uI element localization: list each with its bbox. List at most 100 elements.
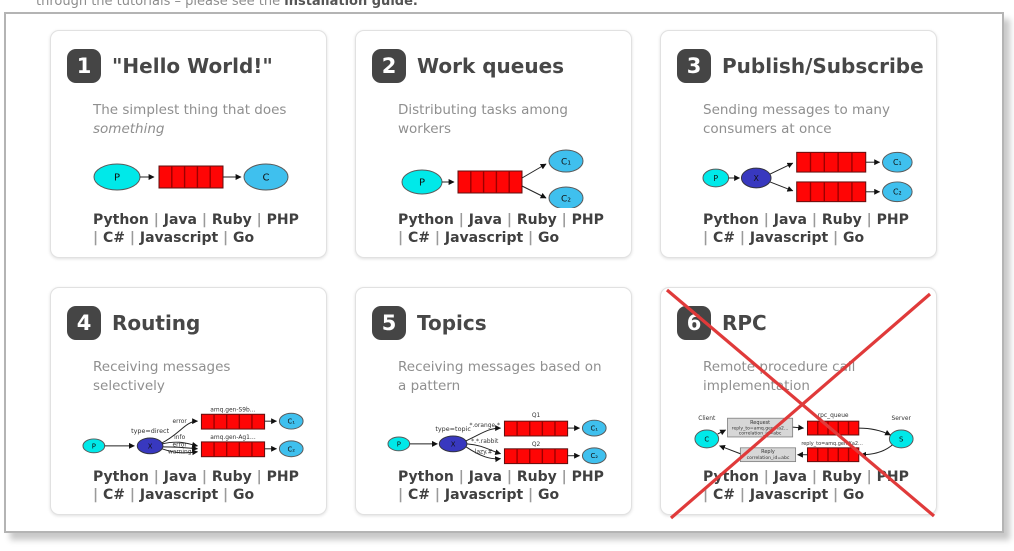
card-number-badge: 4 [67, 306, 101, 340]
language-item: | C# [398, 230, 430, 246]
language-link-javascript[interactable]: Javascript [139, 486, 219, 503]
intro-plain-text: through the tutorials – please see the [36, 0, 285, 9]
language-links: Python | Java | Ruby | PHP | C# | Javasc… [398, 211, 616, 247]
language-link-c[interactable]: C# [103, 486, 126, 503]
separator: | [93, 486, 103, 503]
language-links: Python | Java | Ruby | PHP | C# | Javasc… [703, 211, 921, 247]
language-link-javascript[interactable]: Javascript [139, 229, 219, 246]
binding-label: warning [168, 450, 192, 456]
language-link-javascript[interactable]: Javascript [749, 229, 829, 246]
language-link-java[interactable]: Java [773, 211, 807, 228]
language-link-go[interactable]: Go [843, 229, 865, 246]
language-link-c[interactable]: C# [103, 229, 126, 246]
separator: | [528, 229, 539, 246]
language-link-go[interactable]: Go [843, 486, 865, 503]
separator: | [703, 486, 713, 503]
installation-guide-link[interactable]: installation guide. [284, 0, 418, 9]
language-item: | C# [93, 230, 125, 246]
language-link-java[interactable]: Java [468, 468, 502, 485]
tutorials-panel: 1 "Hello World!" The simplest thing that… [4, 12, 1004, 533]
language-link-php[interactable]: PHP [876, 211, 909, 228]
language-link-java[interactable]: Java [468, 211, 502, 228]
queue1-name-label: Q1 [532, 413, 541, 419]
consumer1-node-label: C₁ [590, 424, 598, 432]
language-item: | PHP [562, 469, 604, 485]
language-link-php[interactable]: PHP [266, 468, 299, 485]
language-link-c[interactable]: C# [408, 486, 431, 503]
language-link-java[interactable]: Java [773, 468, 807, 485]
language-link-c[interactable]: C# [408, 229, 431, 246]
request-box-title: Request [750, 420, 770, 426]
language-link-php[interactable]: PHP [571, 211, 604, 228]
binding-label: lazy.# [475, 450, 493, 456]
language-link-python[interactable]: Python [398, 468, 454, 485]
language-link-ruby[interactable]: Ruby [211, 211, 252, 228]
description-text: Receiving messages selectively [93, 359, 231, 394]
reply-box-title: Reply [761, 449, 775, 455]
language-link-ruby[interactable]: Ruby [821, 468, 862, 485]
card-header: 4 Routing [67, 306, 310, 340]
separator: | [561, 211, 572, 228]
language-link-php[interactable]: PHP [266, 211, 299, 228]
language-link-javascript[interactable]: Javascript [444, 486, 524, 503]
language-link-ruby[interactable]: Ruby [211, 468, 252, 485]
binding-label: error [173, 419, 188, 425]
language-link-ruby[interactable]: Ruby [516, 468, 557, 485]
consumer1-node-label: C₁ [893, 158, 902, 167]
language-link-java[interactable]: Java [163, 468, 197, 485]
consumer2-node-label: C₂ [893, 188, 902, 197]
language-item: | Ruby [202, 469, 252, 485]
language-item: | Java [154, 212, 197, 228]
language-link-ruby[interactable]: Ruby [821, 211, 862, 228]
exchange-type-label: type=direct [131, 427, 169, 435]
language-links: Python | Java | Ruby | PHP | C# | Javasc… [93, 468, 311, 504]
language-item: | Go [528, 230, 559, 246]
card-title: Topics [417, 311, 487, 335]
language-item: | Ruby [507, 212, 557, 228]
language-link-java[interactable]: Java [163, 211, 197, 228]
language-link-go[interactable]: Go [233, 229, 255, 246]
binding-label: *.orange.* [469, 423, 499, 429]
language-link-c[interactable]: C# [713, 486, 736, 503]
language-link-c[interactable]: C# [713, 229, 736, 246]
language-link-python[interactable]: Python [703, 468, 759, 485]
card-header: 1 "Hello World!" [67, 49, 310, 83]
language-item: Python [703, 469, 759, 485]
language-link-python[interactable]: Python [93, 211, 149, 228]
language-link-go[interactable]: Go [538, 229, 560, 246]
card-title: Work queues [417, 54, 565, 78]
language-link-javascript[interactable]: Javascript [749, 486, 829, 503]
language-link-javascript[interactable]: Javascript [444, 229, 524, 246]
description-text: Sending messages to many consumers at on… [703, 102, 890, 137]
language-item: | PHP [562, 212, 604, 228]
language-item: | Java [764, 469, 807, 485]
language-links: Python | Java | Ruby | PHP | C# | Javasc… [93, 211, 311, 247]
language-item: | PHP [257, 212, 299, 228]
language-item: Python [703, 212, 759, 228]
language-link-php[interactable]: PHP [571, 468, 604, 485]
separator: | [763, 211, 774, 228]
language-link-go[interactable]: Go [233, 486, 255, 503]
language-item: | Javascript [130, 230, 218, 246]
client-label: Client [698, 416, 716, 422]
language-link-ruby[interactable]: Ruby [516, 211, 557, 228]
language-link-php[interactable]: PHP [876, 468, 909, 485]
producer-node-label: P [397, 440, 401, 448]
language-item: | PHP [257, 469, 299, 485]
description-text: Distributing tasks among workers [398, 102, 568, 137]
description-emphasis: something [93, 120, 165, 137]
language-item: | C# [398, 487, 430, 503]
separator: | [506, 468, 517, 485]
diagram-work-queues: P C₁ C₂ [396, 147, 615, 208]
language-item: | Go [833, 487, 864, 503]
diagram-topics: P X type=topic *.orange.* *.*.rabbit laz… [386, 404, 615, 464]
description-text: Receiving messages based on a pattern [398, 359, 602, 394]
language-link-go[interactable]: Go [538, 486, 560, 503]
separator: | [153, 468, 164, 485]
language-link-python[interactable]: Python [703, 211, 759, 228]
separator: | [398, 229, 408, 246]
card-header: 3 Publish/Subscribe [677, 49, 924, 83]
language-link-python[interactable]: Python [398, 211, 454, 228]
language-link-python[interactable]: Python [93, 468, 149, 485]
separator: | [739, 229, 750, 246]
